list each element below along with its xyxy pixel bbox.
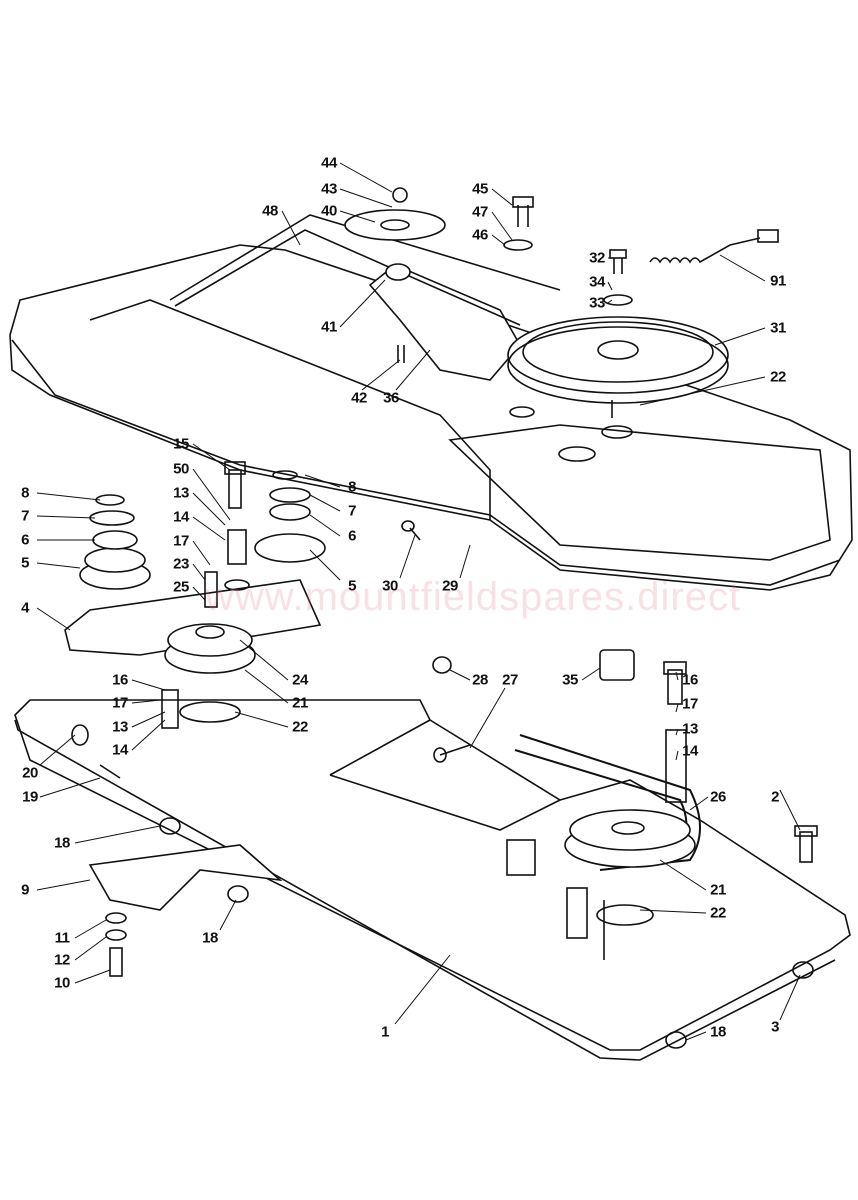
part-callout-48: 48 bbox=[262, 202, 278, 220]
part-callout-29: 29 bbox=[442, 577, 458, 595]
v-belt bbox=[169, 214, 561, 326]
part-callout-28: 28 bbox=[472, 671, 488, 689]
deck-cover-top bbox=[89, 299, 491, 520]
part-callout-34: 34 bbox=[589, 273, 605, 291]
part-callout-14: 14 bbox=[173, 508, 189, 526]
part-callout-3: 3 bbox=[771, 1018, 779, 1036]
part-callout-24: 24 bbox=[292, 671, 308, 689]
part-callout-1: 1 bbox=[381, 1023, 389, 1041]
deck-panel bbox=[448, 424, 831, 561]
part-callout-13: 13 bbox=[173, 484, 189, 502]
part-callout-31: 31 bbox=[770, 319, 786, 337]
part-callout-44: 44 bbox=[321, 154, 337, 172]
part-callout-42: 42 bbox=[351, 389, 367, 407]
part-callout-17: 17 bbox=[682, 695, 698, 713]
part-callout-22: 22 bbox=[710, 904, 726, 922]
part-callout-18: 18 bbox=[54, 834, 70, 852]
part-callout-5: 5 bbox=[21, 554, 29, 572]
part-callout-16: 16 bbox=[112, 671, 128, 689]
part-callout-30: 30 bbox=[382, 577, 398, 595]
part-callout-47: 47 bbox=[472, 203, 488, 221]
bracket-9 bbox=[88, 844, 283, 911]
bracket bbox=[368, 264, 521, 381]
part-callout-40: 40 bbox=[321, 202, 337, 220]
part-callout-26: 26 bbox=[710, 788, 726, 806]
part-callout-10: 10 bbox=[54, 974, 70, 992]
part-callout-22: 22 bbox=[292, 718, 308, 736]
part-callout-12: 12 bbox=[54, 951, 70, 969]
part-callout-91: 91 bbox=[770, 272, 786, 290]
part-callout-46: 46 bbox=[472, 226, 488, 244]
part-callout-7: 7 bbox=[21, 507, 29, 525]
part-callout-33: 33 bbox=[589, 294, 605, 312]
part-callout-23: 23 bbox=[173, 555, 189, 573]
part-callout-18: 18 bbox=[202, 929, 218, 947]
part-callout-7: 7 bbox=[348, 502, 356, 520]
part-callout-50: 50 bbox=[173, 460, 189, 478]
watermark: www.mountfieldspares.direct bbox=[205, 575, 742, 619]
part-callout-36: 36 bbox=[383, 389, 399, 407]
part-callout-43: 43 bbox=[321, 180, 337, 198]
part-callout-13: 13 bbox=[112, 718, 128, 736]
tensioner-bracket bbox=[64, 579, 322, 656]
part-callout-15: 15 bbox=[173, 435, 189, 453]
part-callout-5: 5 bbox=[348, 577, 356, 595]
part-callout-6: 6 bbox=[21, 531, 29, 549]
part-callout-13: 13 bbox=[682, 720, 698, 738]
spring bbox=[649, 237, 761, 264]
part-callout-20: 20 bbox=[22, 764, 38, 782]
part-callout-16: 16 bbox=[682, 671, 698, 689]
part-callout-8: 8 bbox=[348, 478, 356, 496]
deck-cover bbox=[9, 244, 853, 591]
part-callout-35: 35 bbox=[562, 671, 578, 689]
part-callout-17: 17 bbox=[112, 694, 128, 712]
part-callout-27: 27 bbox=[502, 671, 518, 689]
part-callout-2: 2 bbox=[771, 788, 779, 806]
part-callout-32: 32 bbox=[589, 249, 605, 267]
part-callout-4: 4 bbox=[21, 599, 29, 617]
part-callout-19: 19 bbox=[22, 788, 38, 806]
part-callout-17: 17 bbox=[173, 532, 189, 550]
part-callout-41: 41 bbox=[321, 318, 337, 336]
idler-pulley bbox=[344, 209, 446, 241]
part-callout-21: 21 bbox=[292, 694, 308, 712]
part-callout-18: 18 bbox=[710, 1023, 726, 1041]
part-callout-14: 14 bbox=[682, 742, 698, 760]
part-callout-14: 14 bbox=[112, 741, 128, 759]
part-callout-9: 9 bbox=[21, 881, 29, 899]
part-callout-11: 11 bbox=[54, 929, 70, 947]
part-callout-21: 21 bbox=[710, 881, 726, 899]
part-callout-22: 22 bbox=[770, 368, 786, 386]
part-callout-6: 6 bbox=[348, 527, 356, 545]
part-callout-25: 25 bbox=[173, 578, 189, 596]
part-callout-45: 45 bbox=[472, 180, 488, 198]
part-callout-8: 8 bbox=[21, 484, 29, 502]
